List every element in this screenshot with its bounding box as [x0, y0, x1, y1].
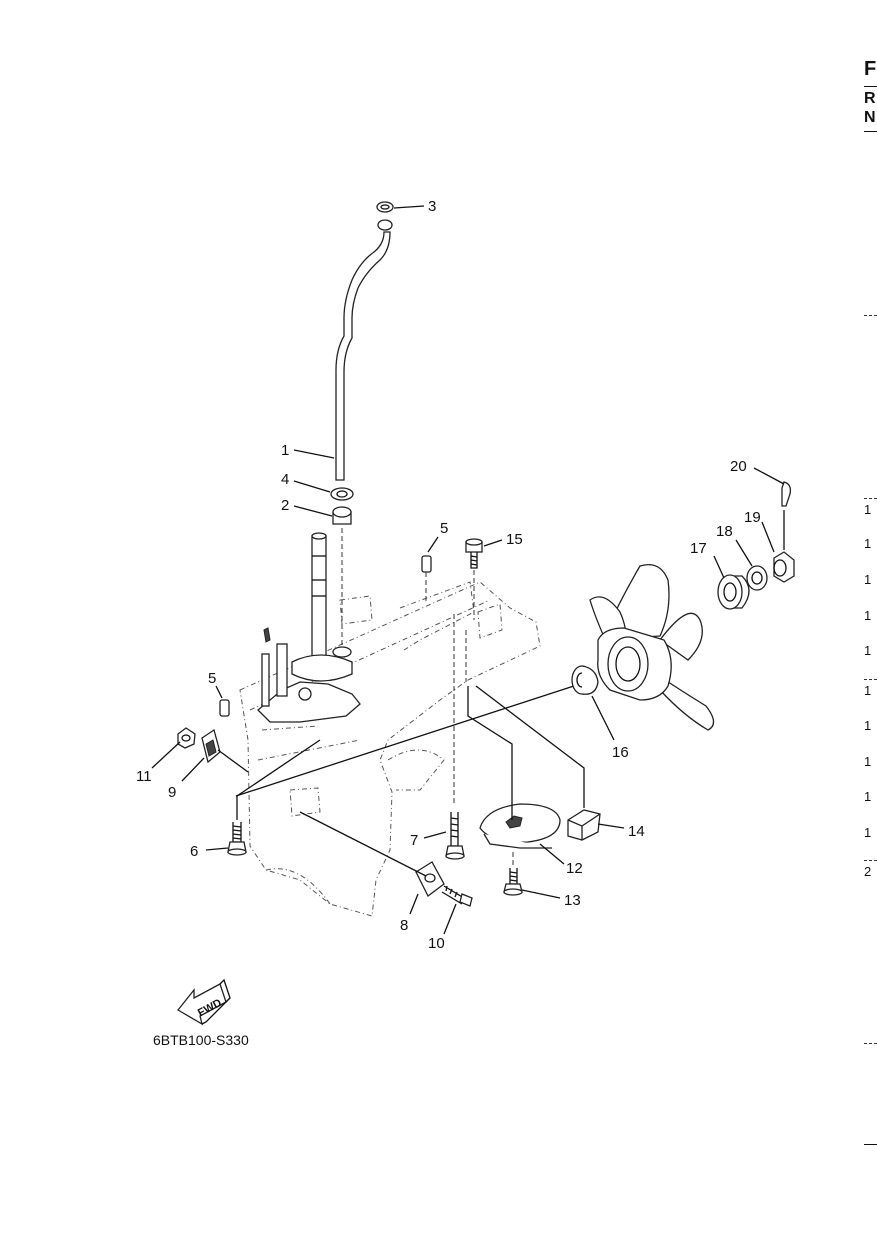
edge-rule — [864, 86, 877, 87]
edge-dashed-rule — [864, 1043, 877, 1044]
dowel-pin — [421, 555, 432, 573]
edge-row-number: 1 — [864, 643, 872, 658]
callout-13: 13 — [564, 892, 581, 909]
spacer — [717, 574, 750, 610]
edge-rule — [864, 1144, 877, 1145]
edge-row-number: 1 — [864, 502, 872, 517]
seal — [330, 487, 354, 501]
pipe-top-end — [377, 219, 393, 231]
callout-10: 10 — [428, 935, 445, 952]
anode-block — [567, 809, 601, 841]
edge-row-number: 1 — [864, 825, 872, 840]
edge-row-number: 2 — [864, 864, 872, 879]
edge-row-number: 1 — [864, 789, 872, 804]
edge-row-number: 1 — [864, 754, 872, 769]
callout-4: 4 — [281, 471, 289, 488]
bolt — [503, 868, 523, 896]
callout-16: 16 — [612, 744, 629, 761]
callout-5b: 5 — [208, 670, 216, 687]
edge-letter-f: F — [864, 58, 877, 80]
propeller-nut — [773, 551, 795, 583]
callout-6: 6 — [190, 843, 198, 860]
cotter-pin — [781, 481, 792, 507]
trim-plate — [415, 861, 445, 897]
thrust-washer — [571, 665, 599, 695]
callout-9: 9 — [168, 784, 176, 801]
grommet-plate — [201, 728, 221, 764]
edge-row-number: 1 — [864, 608, 872, 623]
washer — [746, 565, 768, 591]
water-pipe — [335, 231, 391, 481]
callout-14: 14 — [628, 823, 645, 840]
dowel-pin — [219, 699, 230, 717]
edge-rule — [864, 131, 877, 132]
anode-plate — [479, 803, 561, 849]
callout-5: 5 — [440, 520, 448, 537]
edge-row-number: 1 — [864, 683, 872, 698]
lower-case-outline — [239, 581, 541, 917]
diagram-code: 6BTB100-S330 — [153, 1032, 249, 1048]
callout-labels: 1 2 3 4 5 5 6 7 8 9 10 11 12 13 14 15 16… — [136, 198, 761, 952]
bolt — [227, 822, 247, 856]
edge-dashed-rule — [864, 679, 877, 680]
callout-1: 1 — [281, 442, 289, 459]
edge-row-number: 1 — [864, 718, 872, 733]
callout-11: 11 — [136, 768, 152, 785]
callout-3: 3 — [428, 198, 436, 215]
bolt — [445, 812, 465, 860]
leader-lines — [151, 205, 785, 935]
edge-dashed-rule — [864, 498, 877, 499]
edge-row-number: 1 — [864, 572, 872, 587]
callout-7: 7 — [410, 832, 418, 849]
callout-18: 18 — [716, 523, 733, 540]
edge-dashed-rule — [864, 860, 877, 861]
callout-12: 12 — [566, 860, 583, 877]
bolt — [465, 538, 483, 569]
propeller — [589, 563, 715, 731]
grommet-top — [376, 201, 394, 213]
callout-19: 19 — [744, 509, 761, 526]
callout-15: 15 — [506, 531, 523, 548]
propeller-shaft-line — [235, 683, 581, 797]
nut — [177, 727, 196, 749]
edge-letter-r: R — [864, 90, 876, 107]
callout-2: 2 — [281, 497, 289, 514]
edge-letter-n: N — [864, 109, 876, 126]
edge-dashed-rule — [864, 315, 877, 316]
drive-shaft — [257, 532, 361, 723]
bolt — [441, 885, 473, 907]
edge-row-number: 1 — [864, 536, 872, 551]
callout-8: 8 — [400, 917, 408, 934]
callout-20: 20 — [730, 458, 747, 475]
callout-17: 17 — [690, 540, 707, 557]
fwd-arrow-icon: FWD — [177, 978, 231, 1026]
